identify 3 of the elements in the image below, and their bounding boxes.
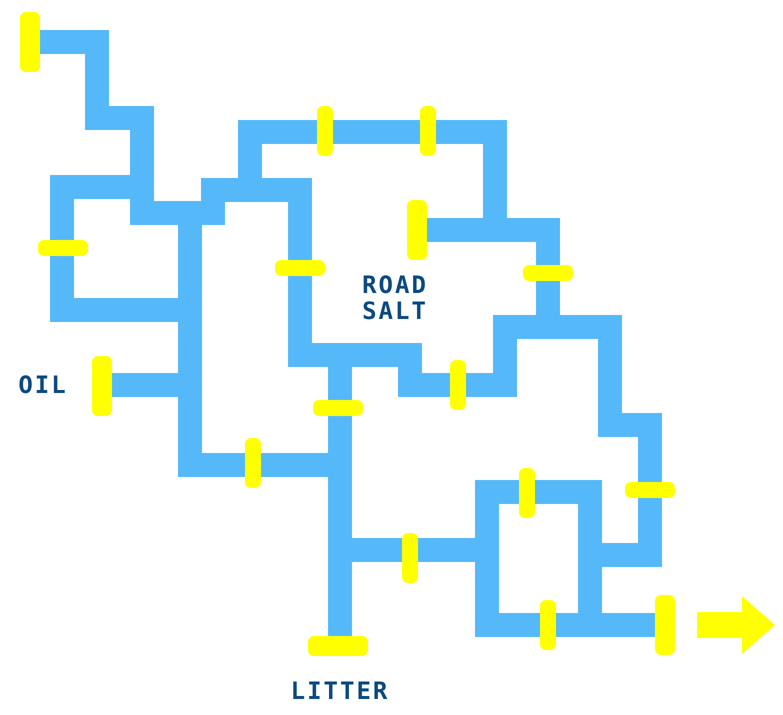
pipe-label: LITTER	[290, 678, 390, 704]
pipe-label: OIL	[17, 372, 69, 398]
pipe-label: ROAD SALT	[361, 272, 429, 324]
